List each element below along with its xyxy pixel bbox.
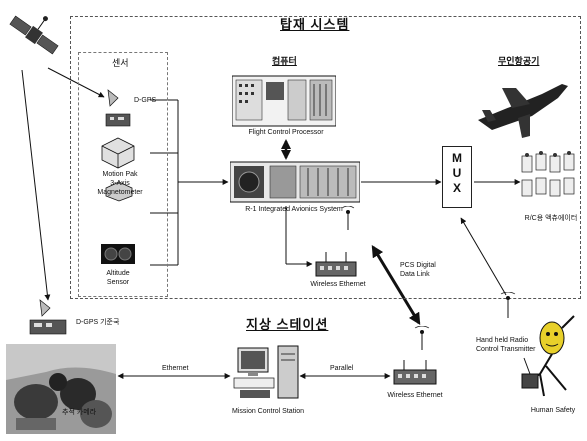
motionpak-icon xyxy=(100,136,136,170)
sensor-region xyxy=(78,52,168,297)
human-safety-pilot-icon xyxy=(510,310,580,406)
rc-servos-icon xyxy=(520,150,582,210)
ground-antenna-icon xyxy=(410,325,434,350)
uav-aircraft-icon xyxy=(472,70,572,142)
rc-servos-label: R/C용 액츄에이터 xyxy=(524,215,578,222)
pcs-datalink-arrow xyxy=(371,244,421,326)
ground-wireless-icon xyxy=(392,360,438,386)
dgps-base-label: D-GPS 기준국 xyxy=(76,319,120,326)
dgps-label: D-GPS xyxy=(134,97,157,104)
sensor-word-label: Sensor xyxy=(106,279,130,286)
dgps-base-icon xyxy=(28,298,70,336)
magnetometer-label: Magnetometer xyxy=(97,189,143,196)
fcp-label: Flight Control Processor xyxy=(248,129,324,136)
ground-wireless-label: Wireless Ethernet xyxy=(387,392,443,399)
hand-held-line1-label: Hand held Radio xyxy=(476,337,529,344)
tracking-camera-label: 추적 카메라 xyxy=(62,409,97,416)
mux-letter-x: X xyxy=(452,181,461,195)
ethernet-label: Ethernet xyxy=(162,365,189,372)
computer-heading: 컴퓨터 xyxy=(272,56,297,66)
onboard-wireless-label: Wireless Ethernet xyxy=(310,281,366,288)
mux-letter-u: U xyxy=(452,166,462,180)
magnetometer-icon xyxy=(104,180,134,202)
altitude-label: Altitude xyxy=(106,270,130,277)
transmitter-antenna-icon xyxy=(496,291,520,318)
human-safety-label: Human Safety xyxy=(530,407,576,414)
mux-box: M U X xyxy=(442,146,472,208)
motionpak-label: Motion Pak xyxy=(102,171,138,178)
uav-heading: 무인항공기 xyxy=(498,56,540,66)
onboard-wireless-icon xyxy=(314,252,358,278)
onboard-system-region xyxy=(70,16,581,299)
onboard-system-title: 탑재 시스템 xyxy=(280,17,350,32)
flight-control-processor-icon xyxy=(231,72,337,128)
sensor-heading: 센서 xyxy=(112,58,129,68)
pcs-line1-label: PCS Digital xyxy=(400,262,436,269)
transmitter-to-mux-arrow xyxy=(460,217,507,296)
integrated-avionics-icon xyxy=(229,160,361,204)
antenna-icon xyxy=(338,205,358,230)
satellite-to-dgps-arrow xyxy=(47,67,105,98)
ground-station-title: 지상 스테이션 xyxy=(246,317,329,332)
ias-label: R-1 Integrated Avionics System xyxy=(245,206,343,213)
pcs-line2-label: Data Link xyxy=(400,271,430,278)
mux-letter-m: M xyxy=(452,151,462,165)
mcs-label: Mission Control Station xyxy=(232,408,304,415)
dgps-receiver-icon xyxy=(104,88,132,128)
parallel-label: Parallel xyxy=(330,365,354,372)
tracking-camera-photo xyxy=(6,344,116,434)
satellite-icon xyxy=(6,6,62,64)
altitude-sensor-icon xyxy=(100,242,136,266)
mission-control-station-icon xyxy=(232,342,302,404)
hand-held-line2-label: Control Transmitter xyxy=(476,346,536,353)
three-axis-label: 3-Axis xyxy=(110,180,130,187)
satellite-to-base-arrow xyxy=(21,69,51,301)
